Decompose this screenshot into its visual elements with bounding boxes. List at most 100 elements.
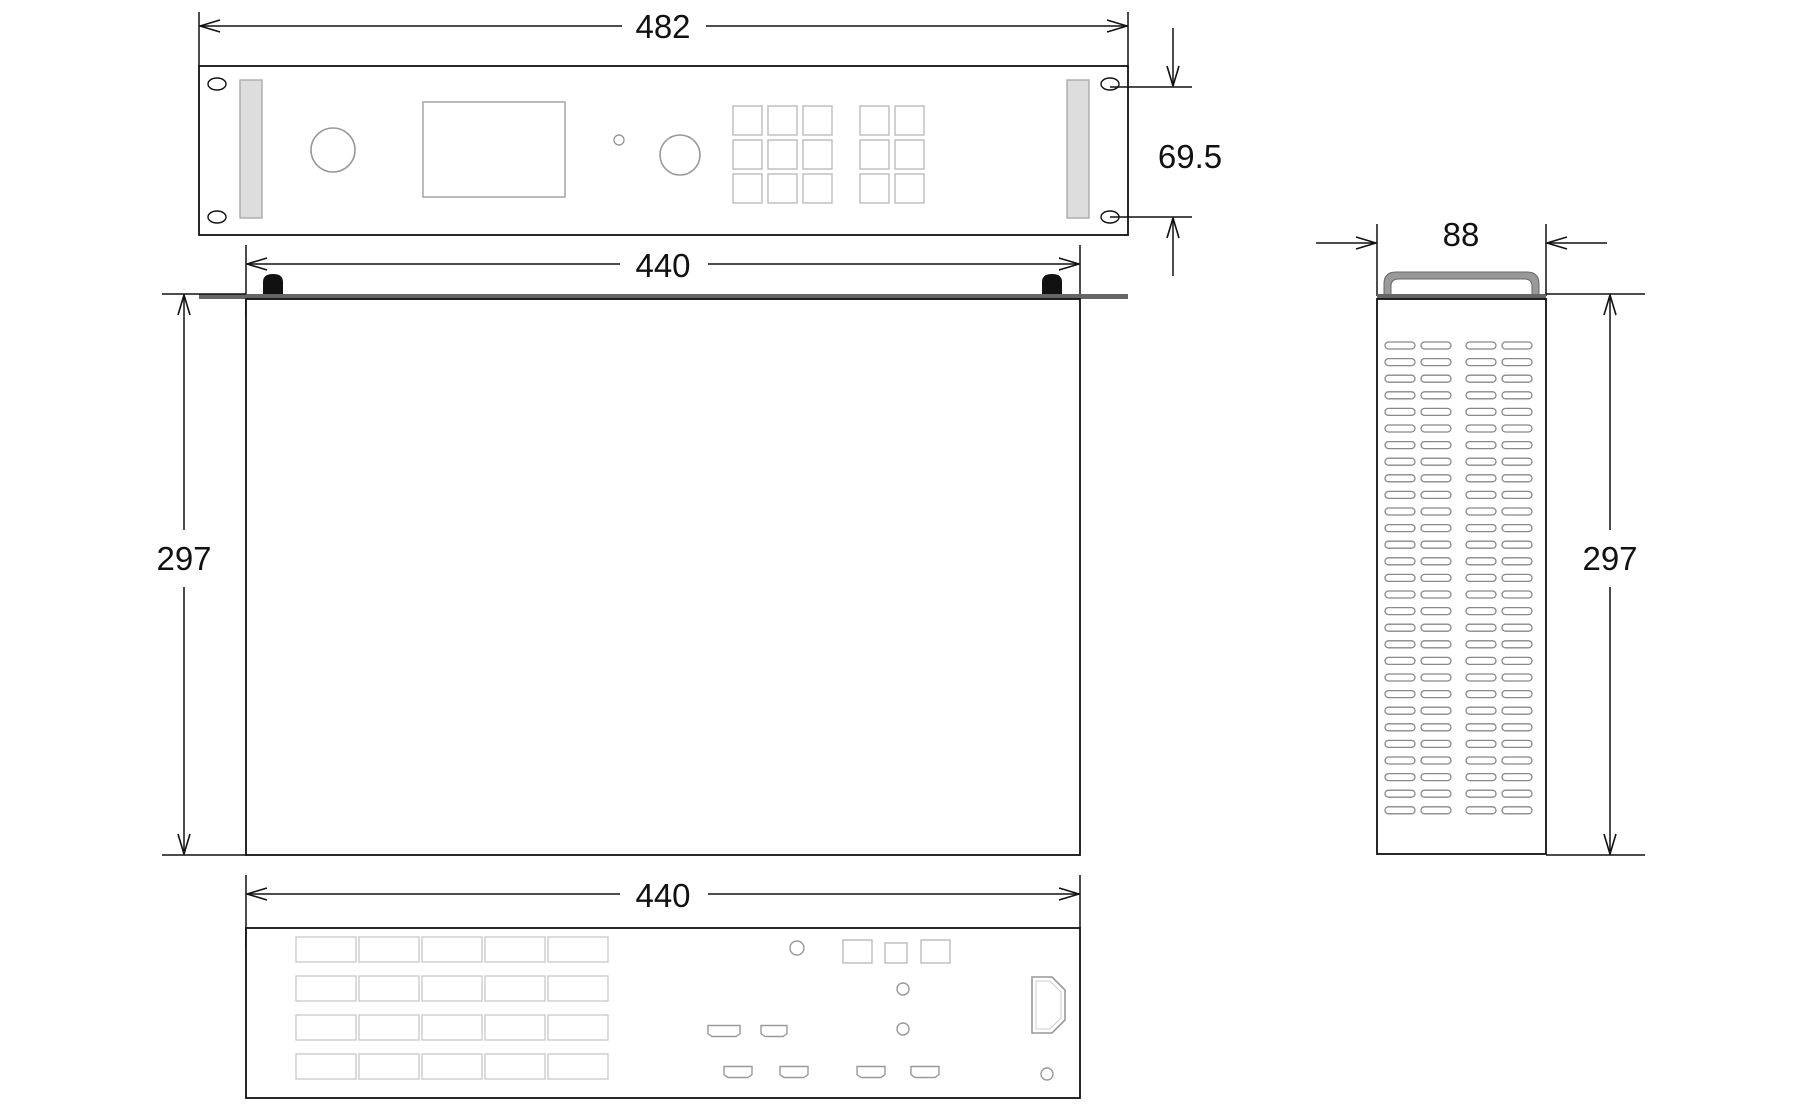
vent-slot bbox=[1384, 806, 1416, 815]
vent-slot bbox=[1384, 656, 1416, 666]
front-key bbox=[859, 105, 890, 136]
side-view: 88 297 bbox=[1316, 216, 1645, 856]
front-height-label: 69.5 bbox=[1158, 138, 1222, 175]
vent-slot bbox=[1465, 739, 1497, 749]
vent-slot bbox=[1501, 756, 1533, 765]
vent-slot bbox=[1384, 474, 1416, 483]
knob-left bbox=[310, 127, 356, 173]
vent-slot bbox=[1501, 440, 1533, 450]
rear-port bbox=[547, 1053, 609, 1080]
vent-slot bbox=[1501, 341, 1533, 350]
vent-slot bbox=[1465, 806, 1497, 815]
vent-slot bbox=[1465, 374, 1497, 383]
vent-slot bbox=[1420, 440, 1452, 450]
vent-slot bbox=[1501, 640, 1533, 649]
rear-width-label: 440 bbox=[635, 877, 690, 914]
front-key bbox=[767, 105, 798, 136]
vent-slot bbox=[1384, 540, 1416, 549]
vent-slot bbox=[1384, 756, 1416, 765]
vent-slot bbox=[1465, 341, 1497, 350]
vent-slot bbox=[1501, 706, 1533, 715]
rear-port-square-2 bbox=[884, 942, 908, 964]
front-key bbox=[802, 139, 833, 170]
rear-hdmi-ports bbox=[707, 1024, 940, 1079]
handle-left bbox=[239, 79, 263, 219]
top-view: 440 297 bbox=[156, 245, 1128, 856]
rear-port bbox=[358, 1014, 420, 1041]
front-key bbox=[732, 139, 763, 170]
vent-slot bbox=[1420, 739, 1452, 749]
vent-slot bbox=[1420, 789, 1452, 798]
side-handle bbox=[1383, 271, 1540, 297]
vent-slot bbox=[1384, 557, 1416, 566]
vent-slot bbox=[1465, 590, 1497, 599]
vent-slot bbox=[1384, 341, 1416, 350]
vent-slot bbox=[1465, 523, 1497, 533]
side-depth-label: 297 bbox=[1582, 540, 1637, 577]
vent-slot bbox=[1465, 540, 1497, 549]
vent-slot bbox=[1420, 357, 1452, 367]
vent-slot bbox=[1501, 623, 1533, 632]
front-width-label: 482 bbox=[635, 8, 690, 45]
front-key bbox=[859, 173, 890, 204]
vent-slot bbox=[1384, 723, 1416, 732]
top-depth-label: 297 bbox=[156, 540, 211, 577]
vent-slot bbox=[1465, 357, 1497, 367]
indicator-led bbox=[613, 134, 625, 146]
top-chassis bbox=[245, 298, 1081, 856]
power-inlet-inner bbox=[1035, 980, 1062, 1030]
hdmi-port bbox=[779, 1065, 809, 1079]
front-view: 482 69.5 bbox=[198, 8, 1222, 276]
vent-slot bbox=[1384, 706, 1416, 715]
rear-port bbox=[547, 1014, 609, 1041]
vent-slot bbox=[1384, 523, 1416, 533]
vent-slot bbox=[1384, 590, 1416, 599]
vent-slot bbox=[1465, 623, 1497, 632]
rear-connector-top bbox=[789, 940, 805, 956]
vent-slot bbox=[1420, 523, 1452, 533]
front-key bbox=[894, 105, 925, 136]
vent-slot bbox=[1420, 490, 1452, 500]
vent-slot bbox=[1465, 407, 1497, 417]
vent-slot bbox=[1501, 557, 1533, 566]
vent-slot bbox=[1420, 772, 1452, 782]
vent-slot bbox=[1501, 789, 1533, 798]
vent-slot bbox=[1420, 573, 1452, 583]
vent-slot bbox=[1501, 772, 1533, 782]
vent-slot bbox=[1384, 689, 1416, 699]
vent-slot bbox=[1501, 673, 1533, 682]
vent-slot bbox=[1420, 474, 1452, 483]
rear-port-grid bbox=[295, 936, 609, 1080]
hdmi-port bbox=[856, 1065, 886, 1079]
vent-slot bbox=[1384, 440, 1416, 450]
rear-view: 440 bbox=[245, 875, 1081, 1099]
vent-slot bbox=[1384, 673, 1416, 682]
side-width-label: 88 bbox=[1443, 216, 1480, 253]
vent-slot bbox=[1465, 640, 1497, 649]
vent-slot bbox=[1384, 507, 1416, 516]
vent-slot bbox=[1384, 573, 1416, 583]
front-key bbox=[859, 139, 890, 170]
vent-slot bbox=[1465, 789, 1497, 798]
vent-slot bbox=[1420, 656, 1452, 666]
mount-hole-top-left bbox=[207, 77, 227, 91]
vent-slot bbox=[1501, 606, 1533, 616]
vent-slot bbox=[1384, 739, 1416, 749]
vent-slot bbox=[1420, 723, 1452, 732]
vent-slot bbox=[1384, 772, 1416, 782]
vent-slot bbox=[1501, 391, 1533, 400]
vent-slot bbox=[1501, 739, 1533, 749]
hdmi-port bbox=[723, 1065, 753, 1079]
vent-slot bbox=[1501, 457, 1533, 466]
vent-slot bbox=[1420, 756, 1452, 765]
handle-right bbox=[1066, 79, 1090, 219]
lcd-display bbox=[422, 101, 566, 198]
vent-slot bbox=[1465, 723, 1497, 732]
vent-slot bbox=[1501, 474, 1533, 483]
vent-slot bbox=[1384, 789, 1416, 798]
vent-slot bbox=[1465, 656, 1497, 666]
vent-slot bbox=[1501, 357, 1533, 367]
vent-slot bbox=[1420, 640, 1452, 649]
side-rail bbox=[1377, 294, 1546, 299]
